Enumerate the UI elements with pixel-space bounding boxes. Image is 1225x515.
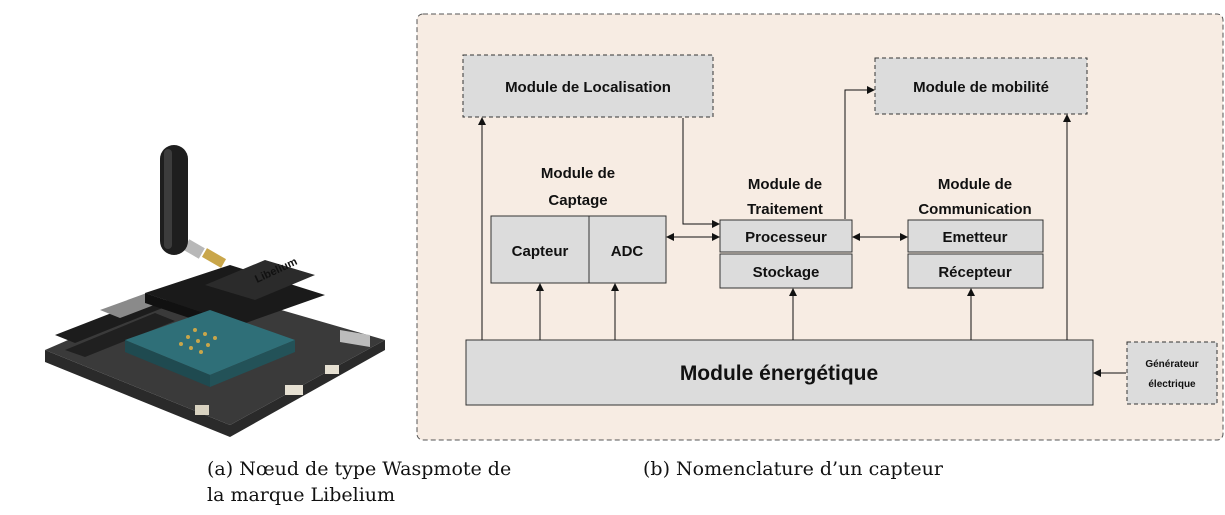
generateur-label-line2: électrique — [1148, 379, 1196, 390]
recepteur-label: Récepteur — [938, 264, 1012, 281]
mobilite-module: Module de mobilité — [874, 57, 1088, 115]
localisation-module: Module de Localisation — [462, 54, 714, 118]
processeur-label: Processeur — [745, 229, 827, 246]
communication-module-title-line2: Communication — [918, 201, 1031, 218]
energetique-module: Module énergétique — [465, 339, 1094, 406]
adc-label: ADC — [611, 243, 644, 260]
waspmote-board-photo: Libelium — [45, 145, 385, 437]
capteur-label: Capteur — [512, 243, 569, 260]
caption-a-line1: (a) Nœud de type Waspmote de — [207, 458, 512, 480]
emetteur-label: Emetteur — [942, 229, 1007, 246]
communication-module-title-line1: Module de — [938, 176, 1012, 193]
communication-module: Emetteur Récepteur — [907, 219, 1044, 289]
generateur-module: Générateur électrique — [1126, 341, 1218, 405]
traitement-module: Processeur Stockage — [719, 219, 853, 289]
mobilite-module-label: Module de mobilité — [913, 79, 1049, 96]
traitement-module-title-line1: Module de — [748, 176, 822, 193]
captage-module-title-line2: Captage — [548, 192, 607, 209]
localisation-module-label: Module de Localisation — [505, 79, 671, 96]
traitement-module-title-line2: Traitement — [747, 201, 823, 218]
sensor-node-diagram: Module de Localisation Module de mobilit… — [416, 13, 1224, 441]
captage-module: Capteur ADC — [490, 215, 667, 284]
stockage-label: Stockage — [753, 264, 820, 281]
captage-module-title-line1: Module de — [541, 165, 615, 182]
caption-a-line2: la marque Libelium — [207, 484, 396, 506]
caption-b: (b) Nomenclature d’un capteur — [643, 458, 943, 480]
generateur-label-line1: Générateur — [1145, 359, 1198, 370]
energetique-module-label: Module énergétique — [680, 362, 878, 385]
diagram-arrows — [478, 86, 1126, 377]
